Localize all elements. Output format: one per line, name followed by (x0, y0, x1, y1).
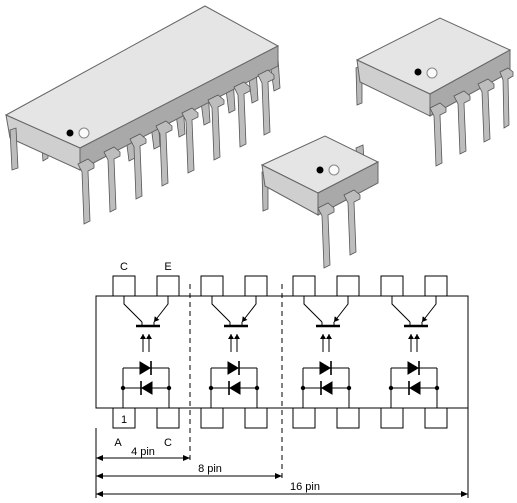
led-reverse (409, 381, 421, 395)
bottom-pins (112, 407, 448, 429)
led-reverse (321, 381, 333, 395)
led-forward (407, 361, 419, 375)
pin-label-collector: C (120, 261, 128, 273)
pin-label-emitter: E (164, 261, 171, 273)
dimension-label-4pin: 4 pin (131, 446, 155, 458)
package-8pin (355, 17, 514, 167)
led-forward (319, 361, 331, 375)
led-reverse (229, 381, 241, 395)
led-forward (139, 361, 151, 375)
pin-label-cathode: C (164, 437, 172, 449)
led-forward (227, 361, 239, 375)
dimension-lines (95, 408, 469, 498)
schematic-labels: C E 1 A C 4 pin 8 pin 16 pin (114, 261, 320, 493)
channel-circuit (300, 296, 352, 408)
led-reverse (141, 381, 153, 395)
channel-circuit (208, 296, 260, 408)
dimension-label-16pin: 16 pin (290, 481, 320, 493)
package-4pin (260, 135, 380, 269)
pin-one-marker: 1 (121, 414, 127, 426)
dimension-label-8pin: 8 pin (198, 463, 222, 475)
channel-circuit (388, 296, 440, 408)
channel-circuit (120, 296, 172, 408)
package-16pin (4, 5, 281, 225)
pin-label-anode: A (114, 437, 122, 449)
schematic (95, 275, 469, 498)
top-pins (112, 275, 448, 297)
